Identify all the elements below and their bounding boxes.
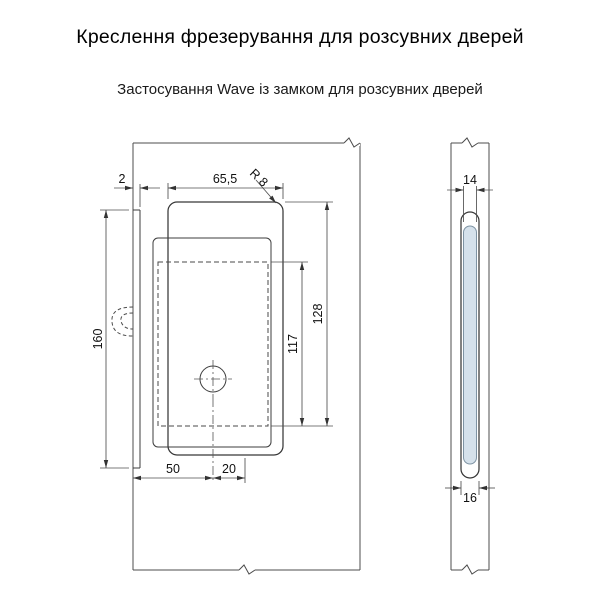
dim-corner-radius-geometry: [255, 179, 277, 204]
dim-slot-height-geometry: [100, 209, 129, 469]
dim-corner-radius: R 8: [247, 166, 271, 190]
dim-groove-bottom-geometry: [445, 481, 495, 495]
dim-outer-height-geometry: [271, 201, 333, 427]
dim-hole-spacing: 20: [222, 462, 236, 476]
dim-groove-top-width: 14: [463, 173, 477, 187]
dim-outer-height: 128: [311, 304, 325, 325]
break-mark: [461, 564, 479, 575]
dim-groove-top-geometry: [447, 186, 493, 222]
edge-slot-outline: [133, 209, 141, 469]
dimensions: 65,5 R 8 2: [91, 166, 495, 505]
break-mark: [461, 137, 479, 148]
dim-edge-offset: 2: [119, 172, 126, 186]
lock-case-hidden-outline: [157, 261, 269, 427]
dim-hole-offset: 50: [166, 462, 180, 476]
break-marks: [238, 137, 479, 575]
dim-edge-offset-geometry: [114, 184, 160, 207]
side-view: [450, 142, 490, 571]
handle-recess-fill: [463, 225, 477, 465]
dim-slot-height: 160: [91, 329, 105, 350]
handle-pocket-outline: [167, 201, 284, 456]
break-mark: [238, 564, 256, 575]
latch-detail-hidden: [111, 306, 134, 337]
recess-step-outline: [152, 237, 272, 448]
front-view: [111, 142, 361, 571]
latch-detail-hidden-inner: [120, 312, 134, 330]
dim-inner-height: 117: [286, 334, 300, 354]
door-section-outline: [132, 142, 361, 571]
page-subtitle: Застосування Wave із замком для розсувни…: [117, 81, 483, 98]
dim-hole-offset-geometry: [133, 475, 213, 481]
faceplate-obround: [460, 211, 480, 479]
page-title: Креслення фрезерування для розсувних две…: [76, 26, 524, 48]
break-mark: [343, 137, 361, 148]
dim-pocket-width-geometry: [167, 183, 284, 199]
dim-pocket-width: 65,5: [213, 172, 237, 186]
dim-groove-bottom-width: 16: [463, 491, 477, 505]
dim-hole-spacing-geometry: [213, 458, 246, 483]
spindle-hole-centerlines: [194, 360, 232, 483]
dim-inner-height-geometry: [271, 261, 308, 426]
